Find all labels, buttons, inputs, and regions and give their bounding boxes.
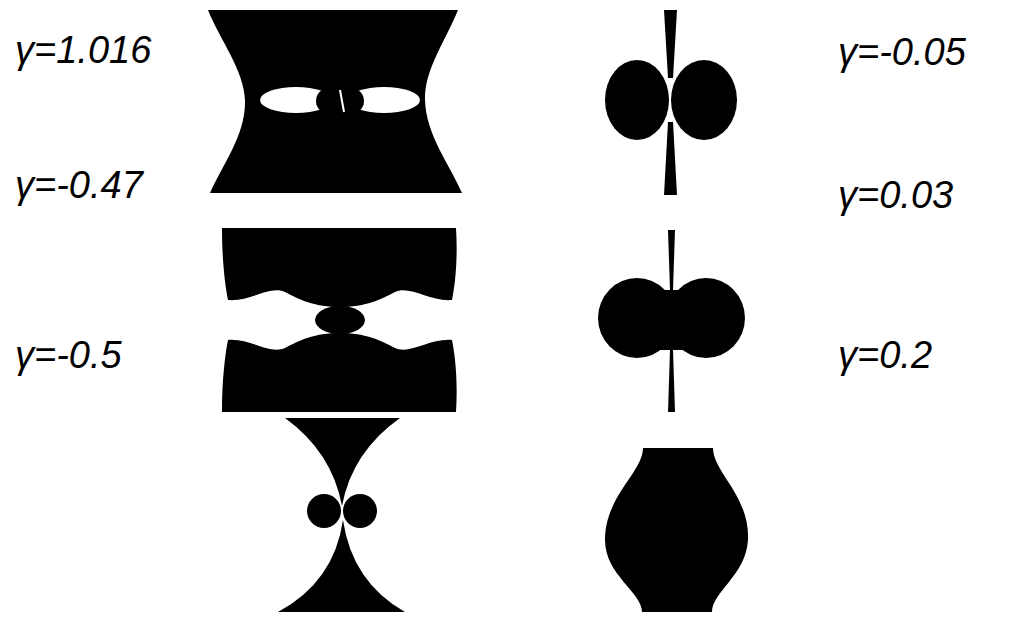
spindle <box>668 350 675 412</box>
inner-drop <box>315 306 365 334</box>
parameter-label: γ=-0.47 <box>15 163 143 207</box>
lower-cusp <box>278 520 405 612</box>
drop-shape <box>605 448 748 612</box>
bulb-body <box>605 448 748 612</box>
spindle <box>668 230 675 290</box>
parameter-label: γ=0.2 <box>838 333 932 377</box>
drop-shape <box>278 418 405 612</box>
outer-body <box>208 10 462 193</box>
lobe <box>671 60 737 140</box>
spindle <box>664 122 677 195</box>
drop-shape <box>208 10 462 193</box>
lobe-bridge <box>640 290 702 350</box>
drop-shape <box>598 230 745 412</box>
upper-cusp <box>285 418 400 506</box>
parameter-label: γ=-0.05 <box>838 30 966 74</box>
inner-drop <box>338 88 364 114</box>
inner-drop <box>343 494 377 528</box>
drop-shape <box>605 10 737 195</box>
lobe <box>605 60 669 140</box>
inner-drop <box>307 494 341 528</box>
parameter-label: γ=1.016 <box>15 28 151 72</box>
upper-body <box>222 228 457 307</box>
drop-shape <box>222 228 457 412</box>
parameter-label: γ=-0.5 <box>15 333 122 377</box>
split-line <box>340 90 344 112</box>
spindle <box>664 10 677 78</box>
lower-body <box>222 333 457 412</box>
parameter-label: γ=0.03 <box>838 173 953 217</box>
